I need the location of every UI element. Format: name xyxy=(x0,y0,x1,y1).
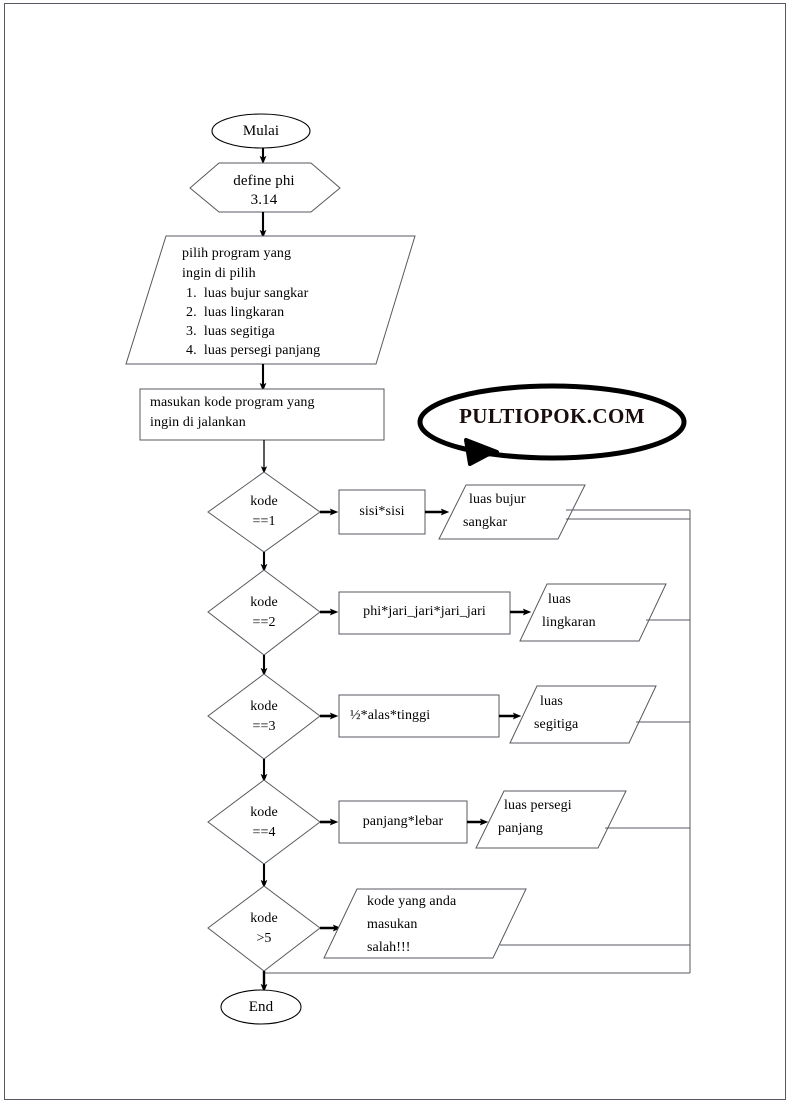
input-process-shape xyxy=(139,388,385,441)
define-label-line2: 3.14 xyxy=(250,192,278,208)
decision-5-label-line1: kode xyxy=(250,911,278,926)
process-1-label: sisi*sisi xyxy=(359,504,405,519)
watermark-label: PULTIOPOK.COM xyxy=(459,404,645,428)
output-2-label-line1: luas xyxy=(548,592,571,607)
process-4-label: panjang*lebar xyxy=(362,814,444,829)
process-2-label: phi*jari_jari*jari_jari xyxy=(363,604,486,619)
decision-5-label-line2: >5 xyxy=(256,931,272,946)
output-5-shape xyxy=(323,888,527,959)
watermark-bubble-shape xyxy=(417,383,687,461)
start-terminator-label: Mulai xyxy=(242,123,280,139)
output-3-shape xyxy=(509,685,657,744)
menu-parallelogram-shape xyxy=(125,235,416,365)
decision-2-shape xyxy=(207,569,321,656)
watermark-bubble-tail xyxy=(464,438,499,466)
define-label-line1: define phi xyxy=(233,173,295,189)
output-1-shape xyxy=(438,484,586,540)
output-1-label-line2: sangkar xyxy=(463,515,508,530)
end-terminator-shape xyxy=(220,989,302,1025)
output-4-label-line1: luas persegi xyxy=(504,798,572,813)
process-3-shape xyxy=(338,694,500,738)
menu-label-line1: pilih program yang xyxy=(182,246,292,261)
decision-4-label-line1: kode xyxy=(250,805,278,820)
input-label-line1: masukan kode program yang xyxy=(150,395,315,410)
menu-option-1: 1. luas bujur sangkar xyxy=(186,286,309,301)
decision-1-label-line1: kode xyxy=(250,494,278,509)
output-5-label-line3: salah!!! xyxy=(367,940,411,952)
decision-3-label-line2: ==3 xyxy=(252,719,276,734)
decision-4-label-line2: ==4 xyxy=(252,825,276,840)
decision-5-shape xyxy=(207,885,321,972)
output-4-shape xyxy=(475,790,627,849)
output-5-label-line2: masukan xyxy=(367,917,418,932)
decision-2-label-line1: kode xyxy=(250,595,278,610)
define-hexagon-shape xyxy=(189,162,341,213)
output-5-text-clip: kode yang anda masukan salah!!! xyxy=(360,890,535,952)
process-1-shape xyxy=(338,489,426,535)
output-5-label-line1: kode yang anda xyxy=(367,894,457,909)
output-2-shape xyxy=(519,583,667,642)
menu-label-line2: ingin di pilih xyxy=(182,266,256,281)
decision-3-label-line1: kode xyxy=(250,699,278,714)
menu-option-4: 4. luas persegi panjang xyxy=(186,343,321,358)
decision-1-label-line2: ==1 xyxy=(252,514,276,529)
output-3-label-line1: luas xyxy=(540,694,563,709)
menu-option-2: 2. luas lingkaran xyxy=(186,305,285,320)
decision-1-shape xyxy=(207,471,321,553)
decision-2-label-line2: ==2 xyxy=(252,615,276,630)
start-terminator-shape xyxy=(211,113,311,149)
output-2-label-line2: lingkaran xyxy=(542,615,596,630)
output-3-label-line2: segitiga xyxy=(534,717,579,732)
input-label-line2: ingin di jalankan xyxy=(150,415,246,430)
output-4-label-line2: panjang xyxy=(498,821,544,836)
menu-option-3: 3. luas segitiga xyxy=(186,324,275,339)
end-terminator-label: End xyxy=(248,999,274,1015)
process-2-shape xyxy=(338,591,511,635)
process-3-label: ½*alas*tinggi xyxy=(350,708,431,723)
decision-3-shape xyxy=(207,673,321,760)
output-1-label-line1: luas bujur xyxy=(469,492,526,507)
